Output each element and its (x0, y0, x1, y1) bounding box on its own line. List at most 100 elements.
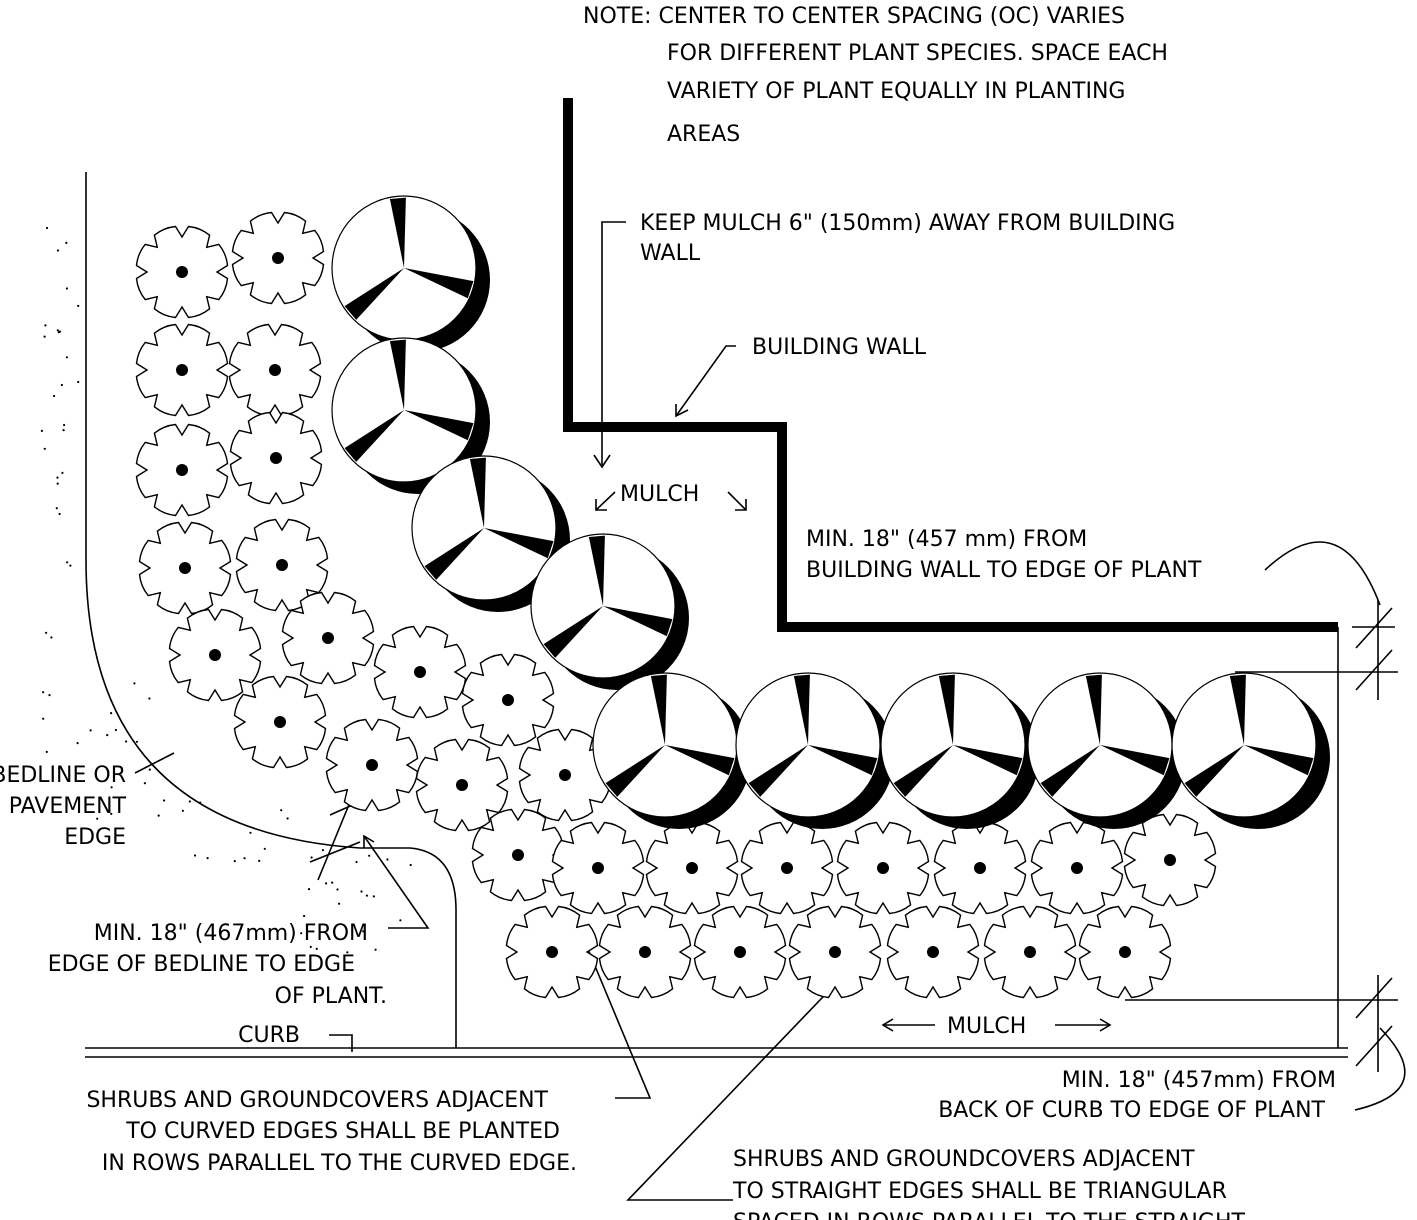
groundcover-plant (598, 905, 692, 999)
leader-keep-mulch (601, 221, 626, 465)
stipple-dot (57, 331, 60, 334)
stipple-dot (325, 882, 328, 885)
keep-mulch-line-2: WALL (640, 241, 701, 266)
note-line-2: FOR DIFFERENT PLANT SPECIES. SPACE EACH (667, 41, 1168, 66)
stipple-dot (77, 304, 80, 307)
min-bedline-line-3: OF PLANT. (275, 984, 387, 1009)
groundcover-center (270, 452, 282, 464)
linework (85, 98, 1406, 1201)
arrowhead (593, 454, 611, 469)
shrub-wedge (1229, 674, 1246, 745)
shrub-wedge (1040, 745, 1100, 797)
stipple-dot (42, 717, 45, 720)
stipple-dot (372, 895, 375, 898)
leader-building-wall (675, 345, 736, 417)
shrub-wedge (484, 528, 554, 559)
groundcover-plant (231, 211, 325, 305)
dim-tick (1355, 649, 1393, 691)
mulch-upper-label: MULCH (620, 482, 699, 507)
stipple-dot (63, 423, 66, 427)
stipple-dot (44, 324, 47, 327)
groundcover-center (276, 559, 288, 571)
stipple-dot (45, 750, 48, 754)
stipple-dot (263, 847, 266, 850)
stipple-dot (310, 856, 313, 859)
shrub-wedge (1085, 674, 1102, 745)
shrub-wedge (793, 674, 810, 745)
stipple-dot (56, 249, 60, 252)
leader-mulch-right (727, 491, 747, 511)
curved-note-line-2: TO CURVED EDGES SHALL BE PLANTED (125, 1119, 560, 1144)
shrub-wedge (603, 606, 673, 637)
shrub-wedge (938, 674, 955, 745)
stipple-dot (365, 894, 368, 897)
stipple-dot (65, 356, 68, 359)
stipple-dot (69, 564, 72, 567)
groundcover-center (1164, 854, 1176, 866)
stipple-dot (53, 394, 56, 398)
stipple-dot (206, 857, 209, 860)
shrub-wedge (748, 745, 808, 797)
min-curb-line-1: MIN. 18" (457mm) FROM (1062, 1068, 1336, 1093)
groundcover-center (1071, 862, 1083, 874)
groundcover-center (414, 666, 426, 678)
shrub-wedge (650, 674, 667, 745)
groundcover-plant (933, 821, 1027, 915)
shrub-plant (331, 337, 490, 494)
min-bedline-line-2: EDGE OF BEDLINE TO EDGE (48, 952, 355, 977)
stipple-dot (43, 335, 46, 338)
building-wall (563, 98, 1338, 632)
leader-min-bedline (363, 835, 430, 929)
note-line-1: NOTE: CENTER TO CENTER SPACING (OC) VARI… (583, 4, 1125, 29)
building-wall-label: BUILDING WALL (752, 335, 927, 360)
arrowhead (881, 1018, 894, 1032)
bedline-line-1: BEDLINE OR (0, 763, 126, 788)
stipple-dot (188, 800, 191, 803)
shrub-plant (530, 533, 689, 690)
stipple-dot (374, 948, 377, 951)
stipple-dot (286, 817, 289, 820)
shrub-wedge (469, 457, 486, 528)
keep-mulch-line-1: KEEP MULCH 6" (150mm) AWAY FROM BUILDING (640, 211, 1175, 236)
stipple-dot (77, 380, 80, 384)
stipple-dot (331, 881, 334, 884)
arrowhead (363, 834, 375, 848)
groundcover-plant (135, 423, 229, 517)
leader-arc-wall (1264, 541, 1381, 606)
groundcover-center (829, 946, 841, 958)
groundcover-center (272, 252, 284, 264)
stipple-dot (243, 857, 246, 860)
stipple-dot (386, 858, 389, 861)
stipple-dot (300, 932, 303, 935)
groundcover-plant (233, 675, 327, 769)
shrub-plant (1171, 672, 1330, 829)
groundcover-plant (983, 905, 1077, 999)
stipple-dot (56, 482, 59, 485)
min-wall-line-1: MIN. 18" (457 mm) FROM (806, 527, 1087, 552)
groundcover-center (877, 862, 889, 874)
bedline-edge (85, 172, 457, 1048)
groundcover-center (639, 946, 651, 958)
stipple-dot (355, 860, 358, 864)
groundcover-plant (135, 225, 229, 319)
groundcover-center (274, 716, 286, 728)
shrub-plants (331, 195, 1330, 829)
stipple-dot (76, 742, 79, 745)
groundcover-center (176, 266, 188, 278)
stipple-dot (48, 694, 51, 697)
groundcover-plant (505, 905, 599, 999)
groundcover-plant (325, 718, 419, 812)
groundcover-plant (373, 625, 467, 719)
stipple-dot (399, 919, 402, 922)
shrub-wedge (344, 268, 404, 320)
stipple-dot (346, 951, 349, 954)
curved-note-line-1: SHRUBS AND GROUNDCOVERS ADJACENT (86, 1088, 548, 1113)
note-line-4: AREAS (667, 122, 740, 147)
bedline-line-2: PAVEMENT (9, 794, 127, 819)
stipple-dot (360, 890, 363, 893)
shrub-wedge (893, 745, 953, 797)
shrub-plant (411, 455, 570, 612)
straight-note-line-1: SHRUBS AND GROUNDCOVERS ADJACENT (733, 1147, 1195, 1172)
stipple-dot (45, 631, 48, 634)
groundcover-plant (693, 905, 787, 999)
